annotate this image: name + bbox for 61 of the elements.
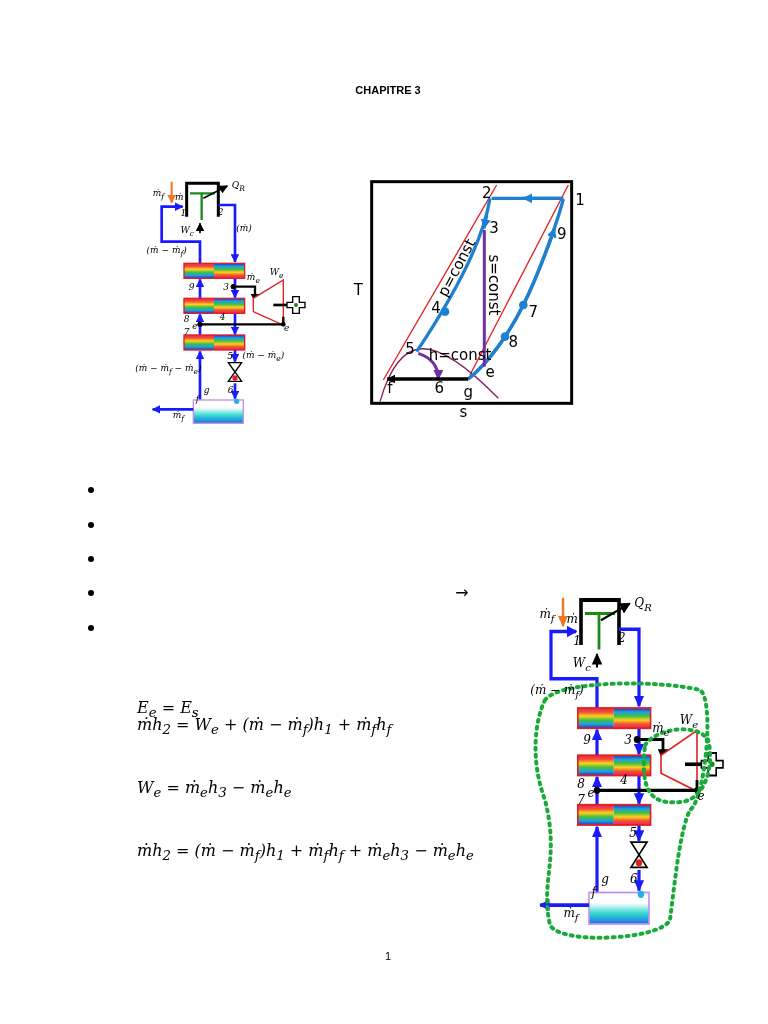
- variable-label: W$_{c}$: [572, 657, 591, 673]
- variable-label: 6: [630, 873, 638, 885]
- variable-label: 8: [183, 314, 190, 324]
- variable-label: 7: [577, 794, 585, 807]
- page-heading: CHAPITRE 3: [355, 84, 421, 96]
- variable-label: ṁ$_{f}$: [539, 608, 555, 624]
- variable-label: 4: [219, 312, 226, 322]
- variable-label: 7: [183, 327, 190, 337]
- variable-label: f: [195, 394, 199, 404]
- variable-label: ṁ: [175, 192, 184, 202]
- axis-point-label: T: [353, 282, 363, 298]
- variable-label: 9: [583, 733, 591, 746]
- axis-point-label: 6: [434, 380, 445, 396]
- variable-label: 4: [620, 774, 628, 786]
- page-number: 1: [384, 950, 392, 962]
- axis-point-label: 1: [575, 192, 585, 208]
- variable-label: ṁ$_{f}$: [563, 907, 579, 923]
- axis-point-label: f: [387, 380, 393, 396]
- variable-label: (ṁ − ṁ$_{f}$ − ṁ$_{e}$): [135, 364, 202, 376]
- axis-point-label: g: [463, 384, 474, 400]
- axis-point-label: e: [485, 364, 495, 380]
- axis-point-label: 3: [489, 220, 499, 236]
- variable-label: (ṁ − ṁ$_{e}$): [242, 351, 285, 363]
- variable-label: ṁ: [566, 612, 578, 625]
- axis-point-label: 4: [431, 300, 441, 316]
- variable-label: 1: [180, 208, 187, 218]
- variable-label: g: [203, 385, 210, 395]
- variable-label: 3: [223, 282, 229, 292]
- variable-label: 3: [624, 733, 632, 746]
- variable-label: g: [601, 873, 609, 885]
- axis-point-label: 2: [481, 185, 492, 201]
- equation: ṁh$_{2}$ = (ṁ − ṁ$_{f}$)h$_{1}$ + ṁ$_{f}$h$_{f}$ + ṁ$_{e}$h$_{3}$ − ṁ$_{e}$h$_{e}$: [137, 843, 474, 863]
- axis-point-label: 8: [508, 334, 519, 350]
- variable-label: ṁ$_{f}$: [172, 411, 184, 423]
- axis-point-label: 9: [556, 226, 567, 242]
- variable-label: 8: [577, 777, 585, 790]
- variable-label: 6: [227, 385, 234, 395]
- variable-label: e: [697, 789, 705, 802]
- axis-point-label: s=const: [485, 254, 501, 316]
- arrow-symbol: →: [455, 585, 469, 601]
- variable-label: ṁ$_{e}$: [652, 721, 670, 738]
- variable-label: 1: [573, 634, 581, 647]
- variable-label: 5: [227, 351, 233, 361]
- equation: W$_{e}$ = ṁ$_{e}$h$_{3}$ − ṁ$_{e}$h$_{e}$: [137, 780, 292, 800]
- variable-label: Q$_{R}$: [231, 181, 245, 193]
- variable-label: e: [284, 323, 290, 333]
- axis-point-label: s: [459, 404, 468, 420]
- axis-point-label: 7: [528, 304, 539, 320]
- variable-label: e: [192, 321, 198, 331]
- variable-label: (ṁ − ṁ$_{f}$): [146, 246, 187, 258]
- variable-label: 9: [188, 282, 195, 292]
- variable-label: W$_{e}$: [269, 268, 284, 280]
- variable-label: (ṁ): [236, 223, 252, 233]
- variable-label: ṁ$_{e}$: [246, 273, 260, 285]
- variable-label: Q$_{R}$: [634, 596, 652, 613]
- variable-label: e: [587, 786, 595, 799]
- variable-label: ṁ$_{f}$: [152, 189, 164, 201]
- variable-label: f: [591, 885, 596, 898]
- variable-label: 5: [629, 827, 637, 840]
- variable-label: W$_{c}$: [180, 226, 195, 238]
- variable-label: W$_{e}$: [679, 714, 699, 731]
